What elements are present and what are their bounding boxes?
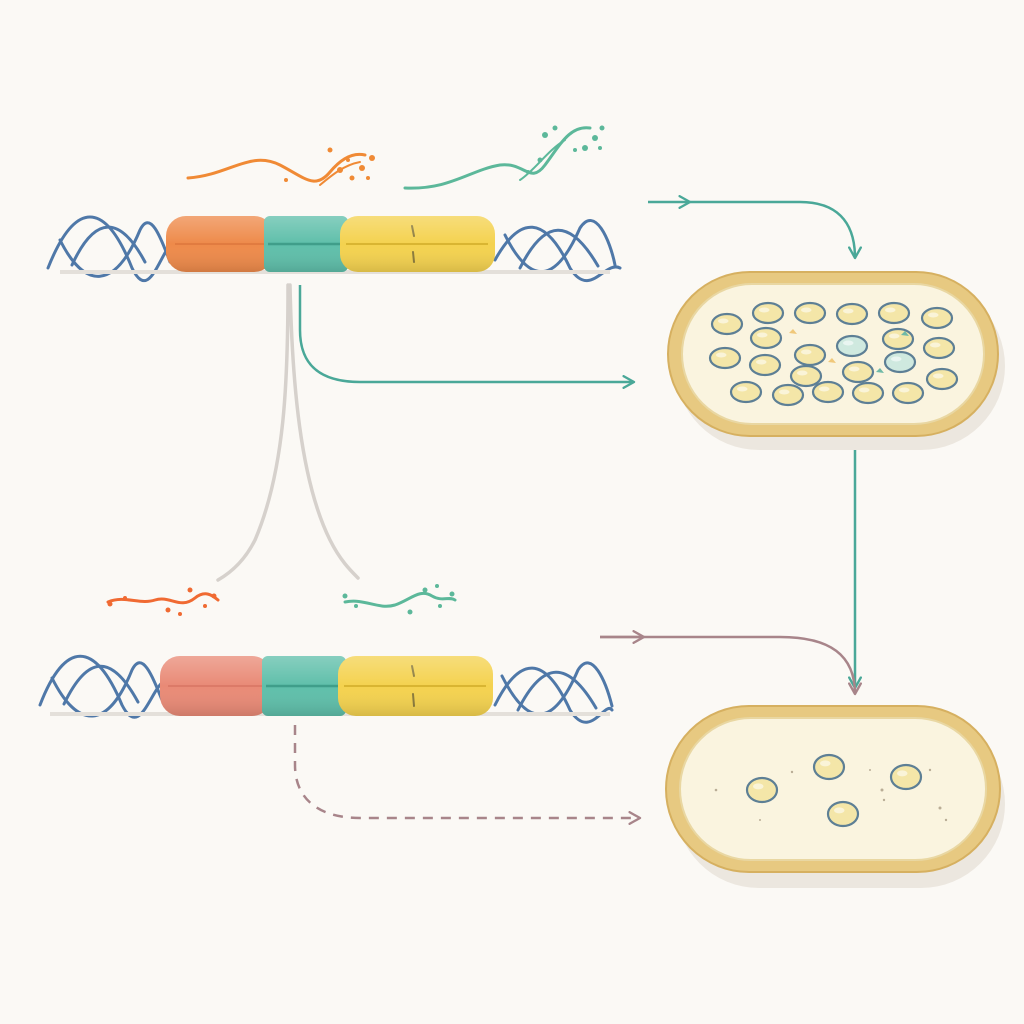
rna-transcript-teal-top [403, 126, 592, 190]
colony [771, 383, 805, 407]
colony-fragment [876, 368, 884, 373]
colony [889, 763, 923, 791]
colony-fragment [828, 358, 836, 363]
colony [851, 381, 885, 405]
arrow-top-incoming [648, 195, 862, 260]
top-construct [46, 125, 622, 283]
colony [745, 776, 779, 804]
gene-segment-yellow-bottom [338, 656, 493, 716]
dna-helix-left-bottom [38, 654, 167, 719]
colony [789, 364, 823, 388]
dense-colony-plate [667, 271, 1005, 450]
colony [812, 753, 846, 781]
gene-segment-orange-bottom [160, 656, 272, 716]
bottom-construct [38, 584, 614, 724]
colony [925, 367, 959, 391]
dna-helix-left-top [46, 215, 177, 283]
rna-dots-teal-bottom [342, 584, 455, 615]
arrow-construct-to-dense-plate [298, 285, 636, 389]
colony [883, 350, 917, 374]
colony [891, 381, 925, 405]
colony [877, 301, 911, 325]
colony [793, 343, 827, 367]
colony [708, 346, 742, 370]
rna-dots-teal-top [526, 125, 605, 174]
colony [793, 301, 827, 325]
gene-segment-teal-top [264, 216, 348, 272]
sparse-colony-plate [665, 705, 1005, 888]
colony [811, 380, 845, 404]
rna-transcript-orange-bottom [106, 592, 220, 605]
colony [835, 334, 869, 358]
colony [920, 306, 954, 330]
rna-transcript-teal-bottom [343, 591, 457, 608]
colony [881, 327, 915, 351]
colony [826, 800, 860, 828]
sparse-colonies [745, 753, 923, 828]
colony [922, 336, 956, 360]
dense-colonies [708, 301, 959, 407]
colony [749, 326, 783, 350]
connector-lines [216, 283, 360, 582]
colony [835, 302, 869, 326]
gene-segment-orange-top [166, 216, 274, 272]
colony [710, 312, 744, 336]
gene-segment-yellow-top [340, 216, 495, 272]
plate-specks [714, 768, 948, 822]
colony-fragment [901, 331, 909, 336]
rna-dots-orange-top [284, 147, 375, 182]
colony [748, 353, 782, 377]
colony-fragment [789, 329, 797, 334]
colony [729, 380, 763, 404]
rna-dots-orange-bottom [107, 587, 217, 616]
arrow-bottom-incoming [600, 635, 862, 696]
colony [841, 360, 875, 384]
colony [751, 301, 785, 325]
gene-segment-teal-bottom [262, 656, 346, 716]
dashed-arrow-construct-to-sparse-plate [293, 725, 642, 825]
